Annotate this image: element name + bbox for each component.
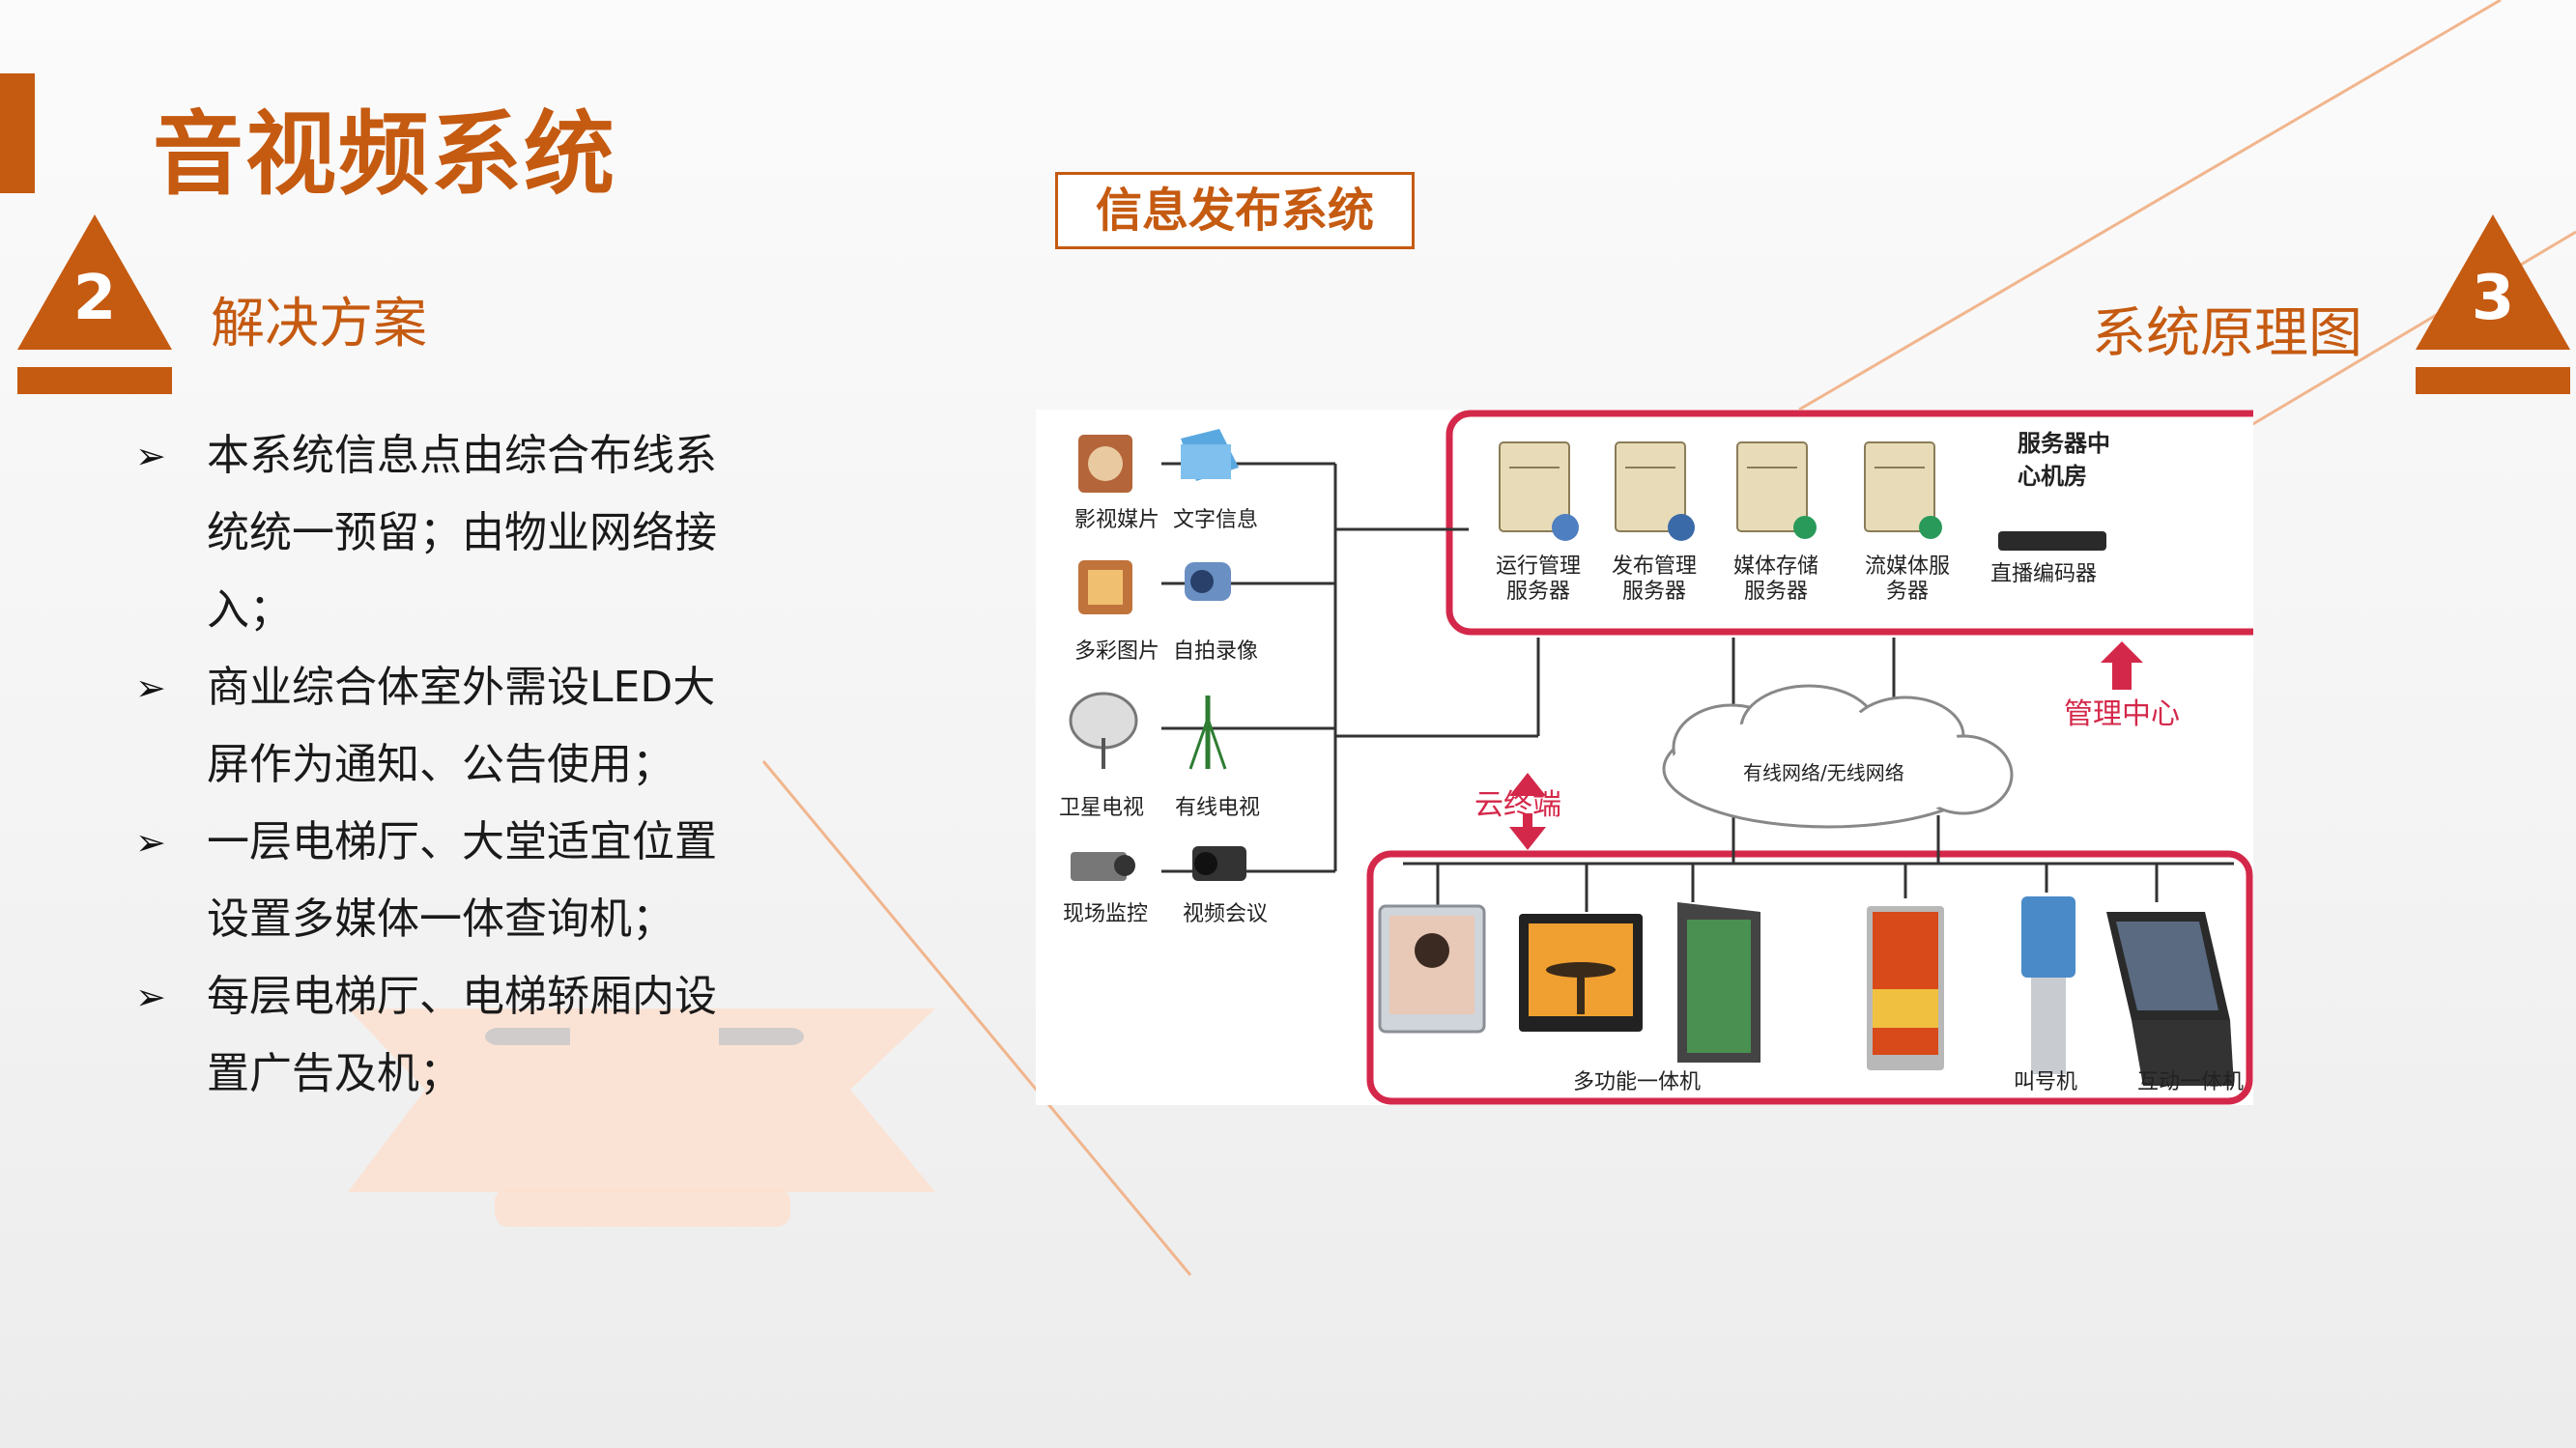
- server-label-storage: 媒体存储服务器: [1732, 554, 1818, 604]
- server-label-encoder: 直播编码器: [1990, 562, 2098, 586]
- terminal-label-queue: 叫号机: [2014, 1070, 2078, 1094]
- badge-number-right: 3: [2471, 263, 2515, 334]
- source-label-satellite: 卫星电视: [1059, 796, 1145, 820]
- list-item: ➢本系统信息点由综合布线系统统一预留；由物业网络接入；: [135, 417, 754, 649]
- source-label-video-conf: 视频会议: [1183, 902, 1269, 926]
- diagram-graphics: [1069, 410, 2253, 1105]
- server-label-publish: 发布管理服务器: [1611, 554, 1697, 604]
- list-item: ➢一层电梯厅、大堂适宜位置设置多媒体一体查询机；: [135, 804, 754, 958]
- cloud-network-label: 有线网络/无线网络: [1743, 761, 1904, 784]
- section-number-badge-right: 3: [2416, 214, 2570, 398]
- cloud-terminal-label: 云终端: [1474, 788, 1561, 822]
- section-heading-solution: 解决方案: [211, 293, 427, 355]
- badge-number-left: 2: [72, 263, 117, 334]
- source-label-color-image: 多彩图片: [1074, 639, 1160, 664]
- page-title: 音视频系统: [153, 102, 617, 208]
- source-label-cable-tv: 有线电视: [1175, 796, 1261, 820]
- terminal-label-multi: 多功能一体机: [1573, 1070, 1702, 1094]
- info-system-label: 信息发布系统: [1055, 172, 1415, 249]
- source-label-film: 影视媒片: [1074, 508, 1160, 532]
- system-diagram: 影视媒片 文字信息 多彩图片 自拍录像 卫星电视 有线电视 现场监控 视频会议 …: [1036, 410, 2253, 1105]
- title-accent-bar: [0, 73, 35, 193]
- server-room-title: 服务器中心机房: [2018, 430, 2110, 490]
- management-center-label: 管理中心: [2064, 697, 2180, 731]
- source-label-monitor: 现场监控: [1063, 902, 1149, 926]
- list-item: ➢商业综合体室外需设LED大屏作为通知、公告使用；: [135, 649, 754, 804]
- arrow-bullet-icon: ➢: [135, 976, 166, 1018]
- arrow-bullet-icon: ➢: [135, 667, 166, 709]
- section-number-badge-left: 2: [17, 214, 172, 398]
- section-heading-diagram: 系统原理图: [2092, 302, 2362, 365]
- bullet-list: ➢本系统信息点由综合布线系统统一预留；由物业网络接入； ➢商业综合体室外需设LE…: [135, 417, 754, 1113]
- server-label-stream: 流媒体服务器: [1864, 554, 1950, 604]
- arrow-bullet-icon: ➢: [135, 821, 166, 864]
- terminal-label-interactive: 互动一体机: [2137, 1070, 2245, 1094]
- list-item: ➢每层电梯厅、电梯轿厢内设置广告及机；: [135, 958, 754, 1113]
- server-label-ops: 运行管理服务器: [1495, 554, 1581, 604]
- arrow-bullet-icon: ➢: [135, 435, 166, 477]
- source-label-self-record: 自拍录像: [1173, 639, 1259, 664]
- source-label-text: 文字信息: [1173, 508, 1259, 532]
